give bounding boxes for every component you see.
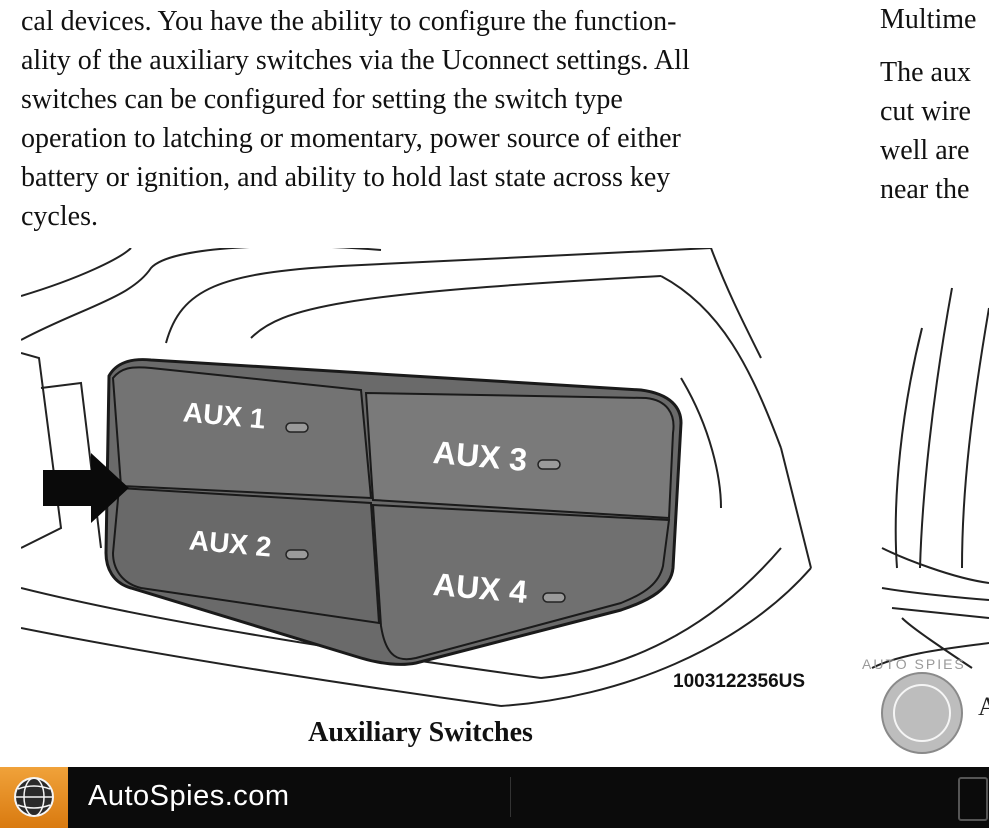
paragraph-line: battery or ignition, and ability to hold… <box>21 162 671 193</box>
footer-bar: AutoSpies.com <box>0 767 989 828</box>
figure-id: 1003122356US <box>673 671 806 692</box>
body-paragraph: cal devices. You have the ability to con… <box>21 0 821 236</box>
right-figure-partial <box>862 248 989 768</box>
paragraph-line: cycles. <box>21 201 98 232</box>
globe-icon <box>14 777 54 817</box>
watermark-text: AUTO SPIES <box>862 656 966 672</box>
paragraph-line: cal devices. You have the ability to con… <box>21 6 677 37</box>
right-figure-illustration <box>871 287 989 754</box>
fullscreen-icon[interactable] <box>958 777 988 821</box>
auxiliary-switches-figure: AUX 1 AUX 2 AUX 3 AUX 4 <box>20 245 821 708</box>
right-column-line: cut wire <box>880 96 971 127</box>
right-figure-caption-fragment: A <box>978 692 989 721</box>
autospies-logo-icon[interactable] <box>0 767 68 828</box>
footer-divider <box>510 777 511 817</box>
auxiliary-switches-illustration <box>20 245 812 707</box>
paragraph-line: operation to latching or momentary, powe… <box>21 123 681 154</box>
right-column-line: near the <box>880 174 970 205</box>
right-column-line: The aux <box>880 57 971 88</box>
body-text-column: cal devices. You have the ability to con… <box>21 0 821 236</box>
right-column-text: Multime The aux cut wire well are near t… <box>880 0 989 209</box>
right-column-line: Multime <box>880 4 977 35</box>
paragraph-line: ality of the auxiliary switches via the … <box>21 45 690 76</box>
figure-caption: Auxiliary Switches <box>308 717 533 748</box>
right-column-line: well are <box>880 135 970 166</box>
footer-brand-link[interactable]: AutoSpies.com <box>88 780 290 812</box>
paragraph-line: switches can be configured for setting t… <box>21 84 623 115</box>
